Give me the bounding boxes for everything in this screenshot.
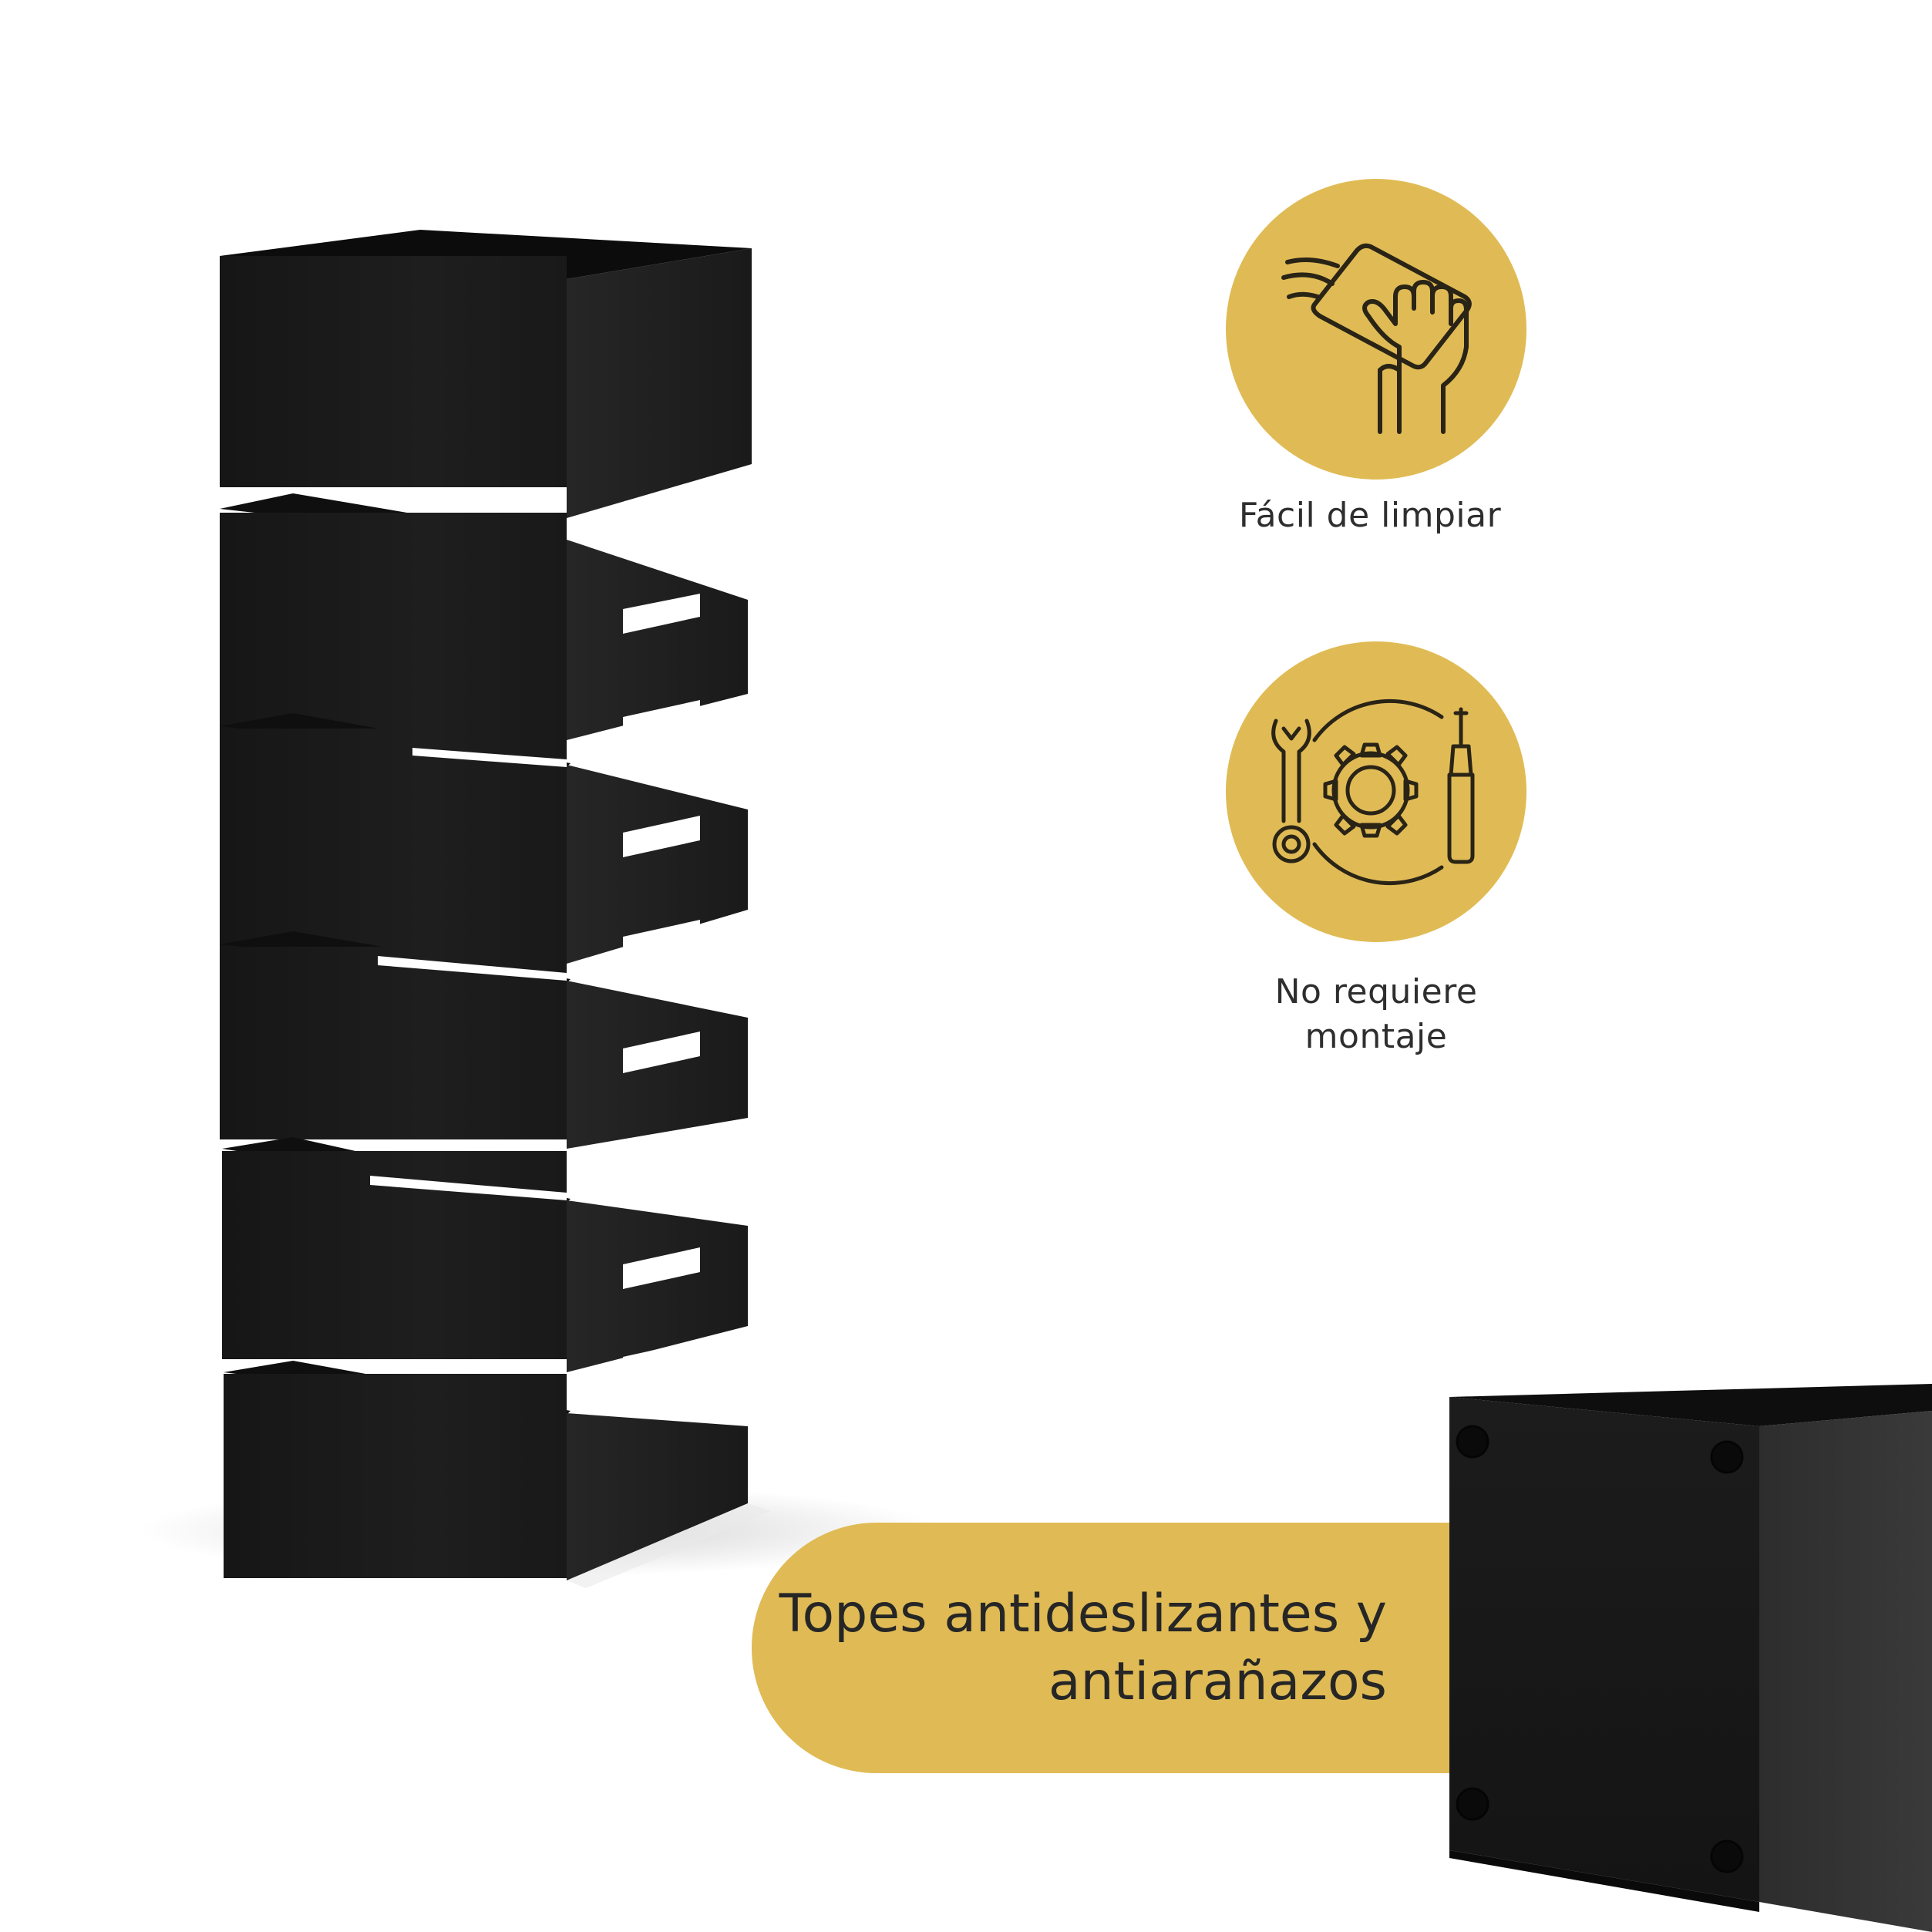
umbrella-stand-image — [139, 230, 941, 1588]
stand-block-6 — [224, 1361, 771, 1588]
feature-label-assembly: No requiere montaje — [1160, 970, 1592, 1059]
feature-badge-assembly — [1226, 641, 1526, 942]
banner-text-line-1: Topes antideslizantes y — [779, 1584, 1387, 1644]
feature-label-assembly-line-2: montaje — [1304, 1017, 1448, 1056]
hand-cleaning-cloth-icon — [1281, 243, 1472, 434]
stand-block-5 — [222, 1137, 748, 1382]
banner-text-line-2: antiarañazos — [1048, 1651, 1387, 1712]
stand-block-4 — [220, 931, 748, 1170]
stand-block-2 — [220, 493, 748, 742]
base-closeup-image — [1449, 1384, 1932, 1932]
stand-block-1 — [220, 230, 752, 527]
stand-block-3 — [220, 713, 748, 964]
anti-slip-pad — [1456, 1425, 1744, 1873]
banner-text: Topes antideslizantes y antiarañazos — [616, 1580, 1387, 1716]
feature-label-assembly-line-1: No requiere — [1274, 972, 1478, 1011]
feature-label-clean: Fácil de limpiar — [1238, 496, 1502, 535]
tools-wrench-gear-screwdriver-icon — [1271, 698, 1475, 886]
feature-badge-clean — [1226, 179, 1526, 480]
